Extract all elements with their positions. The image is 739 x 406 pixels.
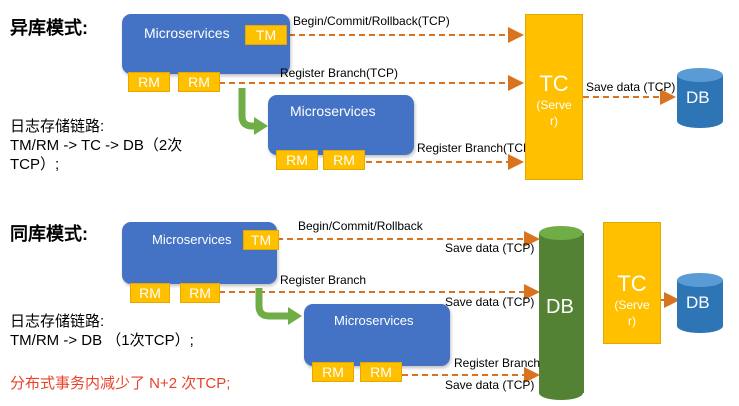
db-cylinder-bottom-right — [677, 273, 723, 333]
db-label-top: DB — [686, 88, 710, 107]
rm-badge-top-3: RM — [276, 150, 318, 170]
rm-badge-top-1: RM — [128, 72, 170, 92]
chain-top: 日志存储链路: TM/RM -> TC -> DB（2次 TCP）; — [10, 117, 182, 174]
rm-badge-bottom-3: RM — [312, 362, 354, 382]
label-begin-commit-top: Begin/Commit/Rollback(TCP) — [293, 14, 450, 28]
tc-sub-label: (Serve — [614, 298, 650, 312]
microservice-label: Microservices — [334, 313, 414, 328]
rm-badge-top-2: RM — [178, 72, 220, 92]
tm-badge-top: TM — [245, 25, 287, 45]
section-title-same-db: 同库模式: — [10, 224, 88, 244]
label-register-bottom-2: Register Branch — [454, 356, 541, 370]
green-flow-arrow-top — [238, 88, 256, 130]
label-save-data-top: Save data (TCP) — [586, 80, 676, 94]
db-label-bottom-right: DB — [686, 293, 710, 312]
tc-server-top: TC (Serve r) — [525, 14, 583, 180]
green-flow-arrow-bottom — [255, 288, 290, 320]
shared-db-label: DB — [546, 296, 574, 318]
tc-server-bottom: TC (Serve r) — [603, 222, 661, 344]
label-begin-commit-bottom: Begin/Commit/Rollback — [298, 219, 423, 233]
tc-sub-label: (Serve — [536, 98, 572, 112]
tc-sub-label: r) — [550, 114, 558, 128]
microservice-label: Microservices — [152, 232, 232, 247]
chain-bottom: 日志存储链路: TM/RM -> DB （1次TCP）; — [10, 312, 194, 350]
rm-badge-bottom-4: RM — [360, 362, 402, 382]
rm-badge-bottom-2: RM — [180, 283, 220, 303]
tm-badge-bottom: TM — [243, 230, 279, 250]
db-cylinder-shared — [539, 226, 584, 400]
section-title-separate-db: 异库模式: — [10, 18, 88, 38]
chain-line: TCP）; — [10, 156, 60, 173]
label-register-bottom-1: Register Branch — [280, 273, 367, 287]
rm-badge-bottom-1: RM — [130, 283, 170, 303]
microservice-sub-bottom: Microservices — [304, 304, 450, 366]
microservice-label: Microservices — [144, 25, 230, 41]
rm-badge-top-4: RM — [323, 150, 365, 170]
tc-label: TC — [539, 71, 569, 96]
tc-sub-label: r) — [628, 314, 636, 328]
label-save-data-bottom-2: Save data (TCP) — [445, 295, 535, 309]
label-register-top-1: Register Branch(TCP) — [280, 66, 399, 80]
label-save-data-bottom-3: Save data (TCP) — [445, 378, 535, 392]
label-save-data-bottom-1: Save data (TCP) — [445, 241, 535, 255]
tc-label: TC — [617, 271, 647, 296]
chain-line: 日志存储链路: — [10, 313, 105, 330]
microservice-sub-top: Microservices — [268, 95, 414, 155]
microservice-label: Microservices — [290, 103, 376, 119]
chain-line: TM/RM -> TC -> DB（2次 — [10, 137, 183, 154]
db-cylinder-top — [677, 68, 723, 128]
chain-line: TM/RM -> DB （1次TCP）; — [10, 332, 194, 349]
chain-line: 日志存储链路: — [10, 118, 105, 135]
label-register-top-2: Register Branch(TCP) — [417, 141, 536, 155]
summary-text: 分布式事务内减少了 N+2 次TCP; — [10, 375, 231, 392]
